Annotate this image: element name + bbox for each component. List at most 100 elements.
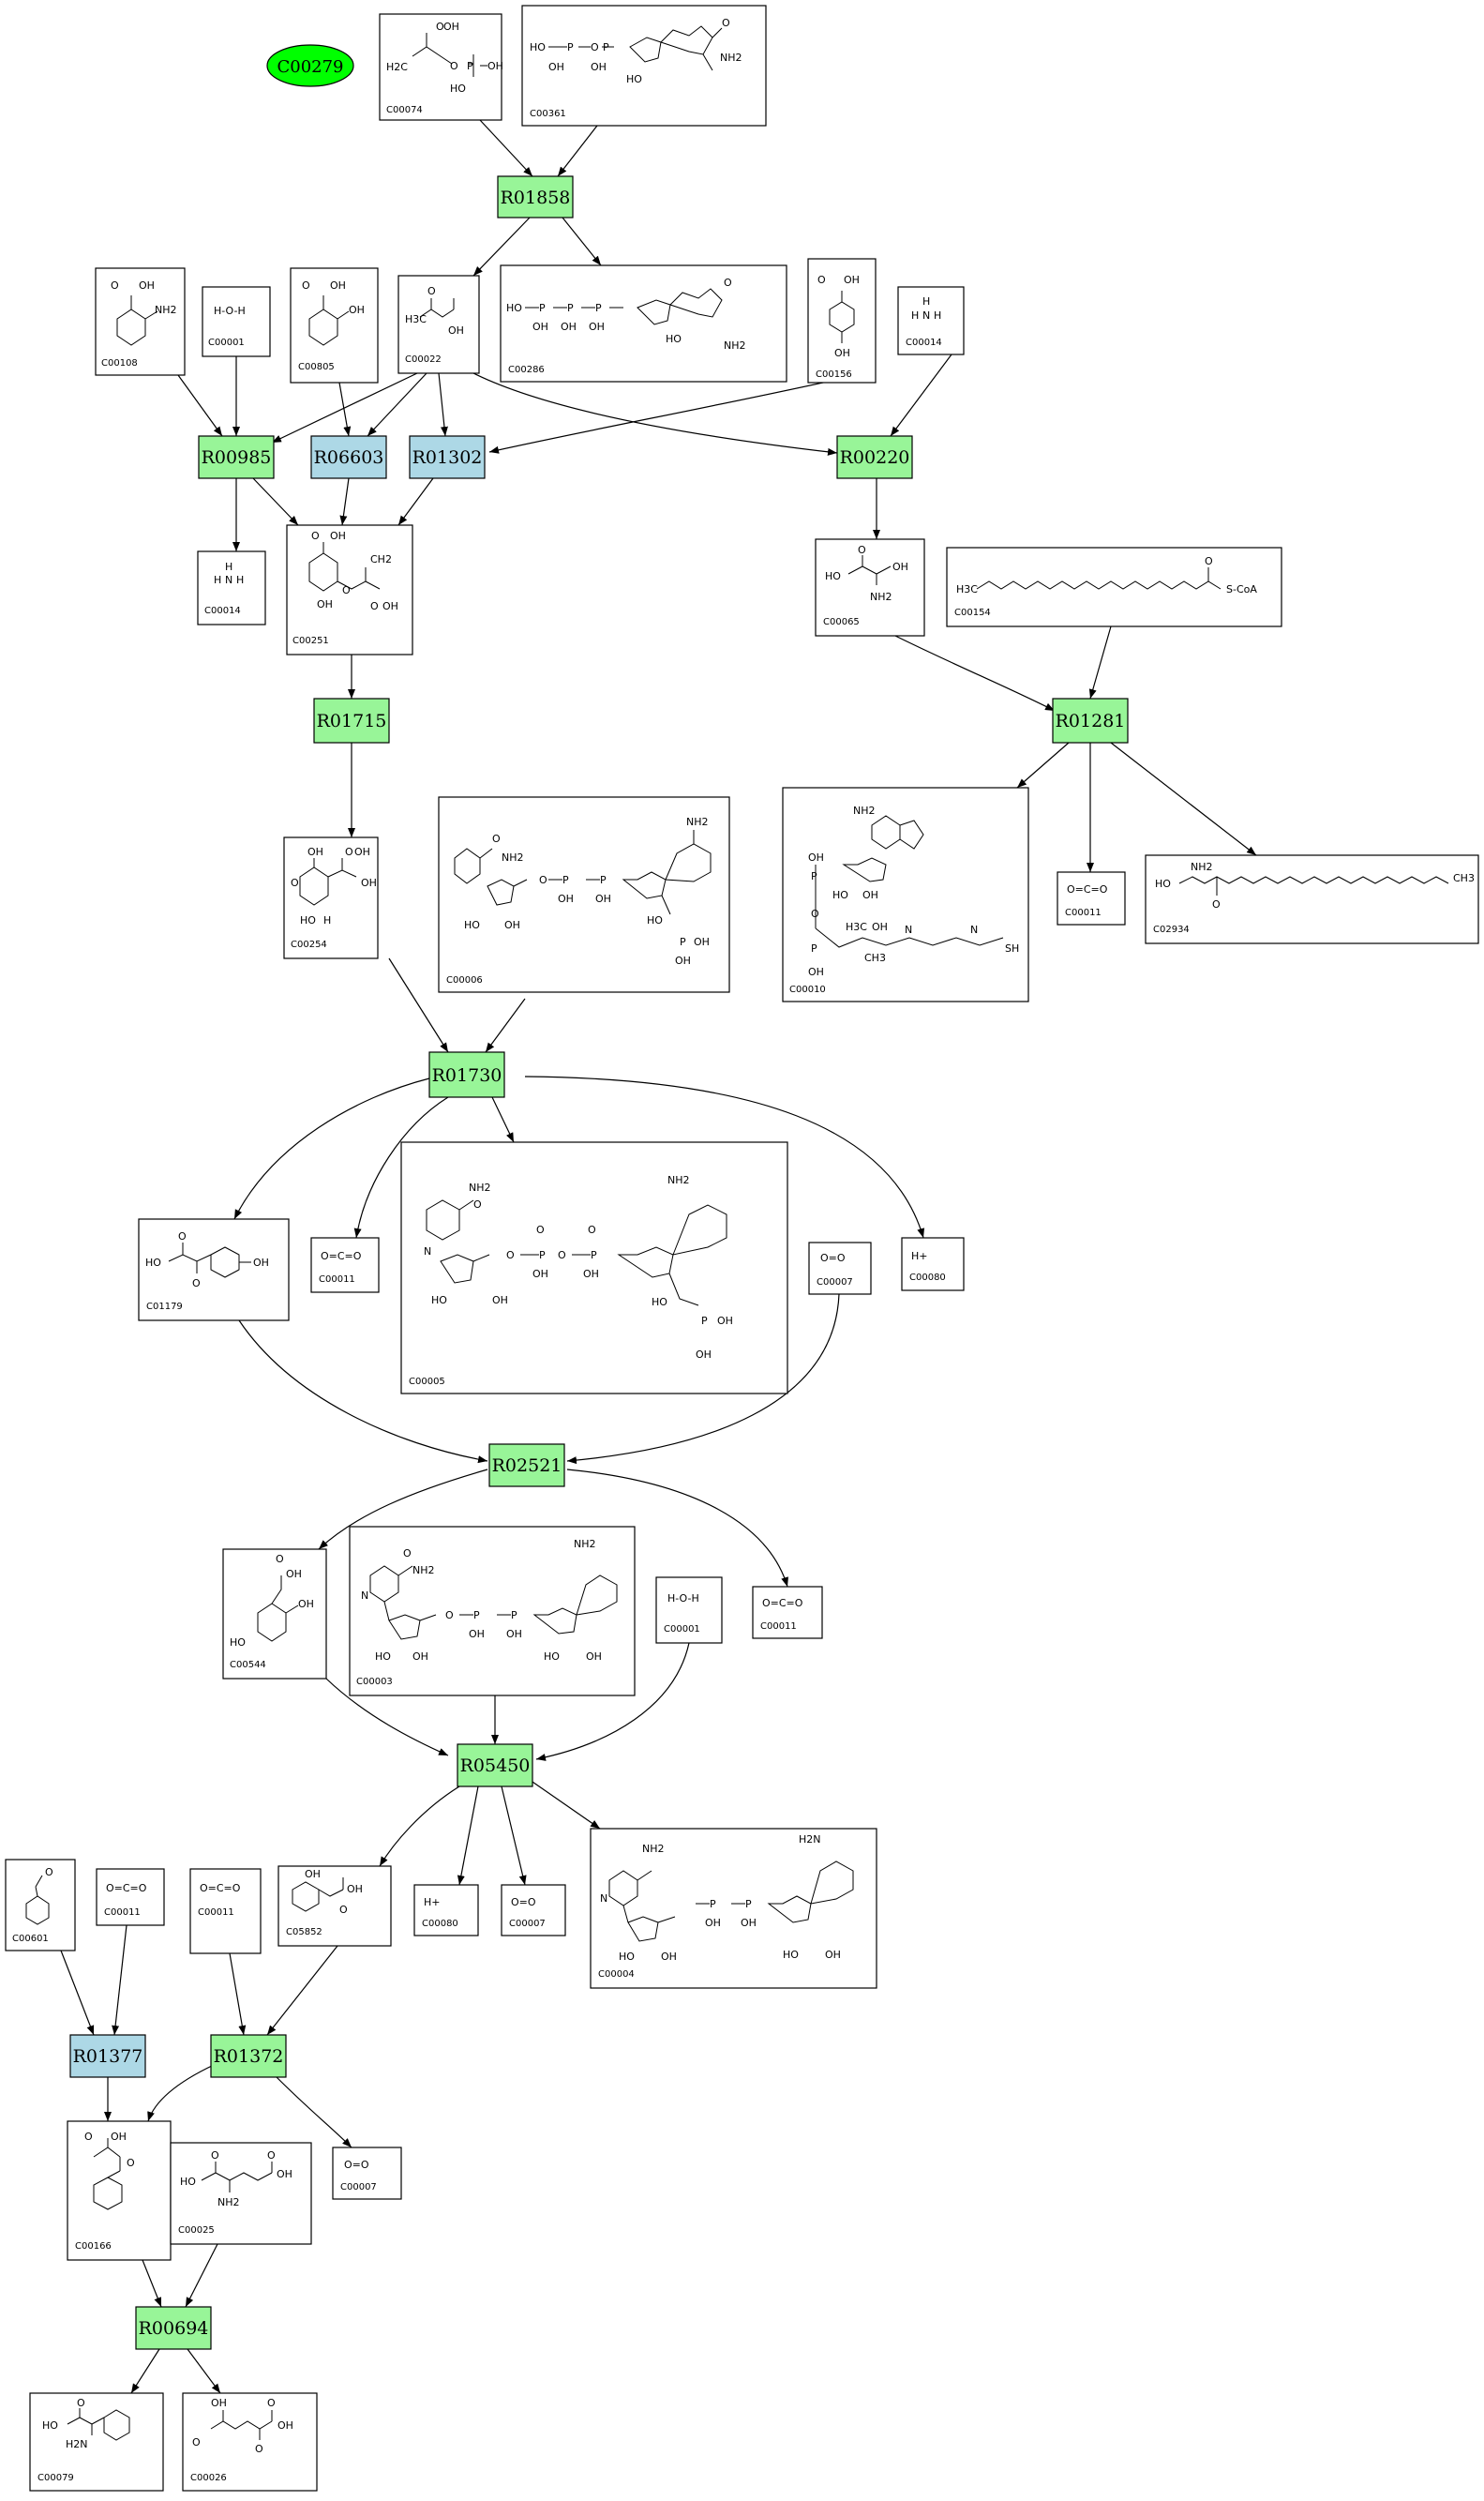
structure-drawing bbox=[116, 295, 158, 346]
atom-o2: O=O bbox=[344, 2159, 369, 2171]
structure-drawing bbox=[93, 2138, 123, 2210]
compound-c00011-r01730[interactable]: O=C=O C00011 bbox=[310, 1237, 380, 1293]
start-node-c00279[interactable]: C00279 bbox=[266, 44, 354, 87]
structure-drawing bbox=[608, 1861, 854, 1942]
compound-c00080-r05450[interactable]: H+ C00080 bbox=[413, 1884, 479, 1936]
compound-c00005[interactable]: NH2 O N O P O P O O OH OH HO OH NH2 HO P… bbox=[400, 1141, 788, 1394]
edge-c00065-r01281 bbox=[894, 635, 1056, 712]
atom-o: O bbox=[370, 600, 379, 612]
compound-c00014-lower[interactable]: H H N H C00014 bbox=[197, 550, 266, 625]
reaction-r01302[interactable]: R01302 bbox=[409, 435, 486, 479]
compound-label: C00011 bbox=[319, 1274, 355, 1285]
compound-c00025[interactable]: O O HO OH NH2 C00025 bbox=[170, 2142, 312, 2245]
atom-o: O bbox=[255, 2443, 263, 2455]
compound-c00805[interactable]: O OH OH C00805 bbox=[290, 267, 379, 384]
edge-c00166-r00694 bbox=[142, 2259, 162, 2308]
compound-box bbox=[5, 1859, 76, 1951]
compound-c00006[interactable]: O NH2 O P P OH OH HO OH HO P OH OH NH2 C… bbox=[438, 796, 730, 993]
compound-c00001-top[interactable]: H-O-H C00001 bbox=[202, 286, 271, 357]
compound-c00601[interactable]: O C00601 bbox=[5, 1859, 76, 1951]
compound-c00544[interactable]: O OH OH HO C00544 bbox=[222, 1548, 327, 1680]
compound-c00065[interactable]: O HO OH NH2 C00065 bbox=[815, 538, 925, 637]
compound-c00079[interactable]: O HO H2N C00079 bbox=[29, 2392, 164, 2492]
edge-c00544-r05450 bbox=[325, 1678, 449, 1756]
atom-p: P bbox=[595, 302, 602, 314]
compound-c00003[interactable]: O NH2 N O P P OH OH HO OH HO OH NH2 C000… bbox=[349, 1526, 636, 1696]
compound-box bbox=[67, 2120, 172, 2261]
atom-nh2: NH2 bbox=[469, 1182, 491, 1194]
atom-o: O bbox=[811, 908, 819, 920]
structure-drawing bbox=[454, 830, 712, 915]
compound-c00074[interactable]: O OH H2C O P OH HO C00074 bbox=[379, 13, 503, 121]
compound-c00014-top[interactable]: H H N H C00014 bbox=[897, 286, 965, 355]
compound-c00108[interactable]: O OH NH2 C00108 bbox=[95, 267, 186, 376]
compound-c00007-r02521[interactable]: O=O C00007 bbox=[808, 1242, 872, 1295]
atom-o: O bbox=[77, 2397, 85, 2409]
compound-label: C00011 bbox=[198, 1907, 234, 1918]
atom-h: H bbox=[225, 561, 232, 573]
compound-c00011-r01281[interactable]: O=C=O C00011 bbox=[1057, 871, 1126, 926]
compound-c00004[interactable]: NH2 N P P OH OH HO OH HO OH H2N C00004 bbox=[590, 1828, 877, 1989]
compound-c00026[interactable]: OH O O OH O C00026 bbox=[182, 2392, 318, 2492]
reaction-r01281[interactable]: R01281 bbox=[1052, 698, 1129, 744]
atom-n: N bbox=[600, 1892, 607, 1905]
compound-c00022[interactable]: O H3C OH C00022 bbox=[397, 275, 480, 374]
reaction-r01858[interactable]: R01858 bbox=[497, 175, 574, 218]
atom-h: H bbox=[934, 309, 941, 322]
compound-c00286[interactable]: HO P P P OH OH OH HO O NH2 C00286 bbox=[500, 264, 787, 383]
compound-box bbox=[400, 1141, 788, 1394]
compound-c01179[interactable]: O HO O OH C01179 bbox=[138, 1218, 290, 1321]
structure-drawing bbox=[299, 858, 357, 906]
compound-c00251[interactable]: O OH CH2 O OH O OH C00251 bbox=[286, 524, 413, 655]
atom-nh2: NH2 bbox=[155, 304, 177, 316]
reaction-r00694[interactable]: R00694 bbox=[135, 2306, 212, 2350]
reaction-r06603[interactable]: R06603 bbox=[310, 435, 387, 479]
reaction-r00220[interactable]: R00220 bbox=[836, 435, 913, 479]
edge-r00985-c00251 bbox=[252, 477, 299, 526]
atom-oh: OH bbox=[330, 530, 346, 542]
compound-c00254[interactable]: OH O OH OH O HO H C00254 bbox=[283, 836, 379, 959]
compound-label: C00286 bbox=[508, 365, 545, 375]
atom-h: H bbox=[911, 309, 919, 322]
compound-c00007-r05450[interactable]: O=O C00007 bbox=[501, 1884, 566, 1936]
compound-c00011-r01377[interactable]: O=C=O C00011 bbox=[96, 1868, 165, 1926]
compound-c05852[interactable]: OH OH O C05852 bbox=[277, 1865, 392, 1947]
edges bbox=[60, 119, 1257, 2394]
atom-p: P bbox=[567, 302, 574, 314]
start-node-ellipse bbox=[266, 44, 354, 87]
compound-c00154[interactable]: H3C O S-CoA C00154 bbox=[946, 547, 1282, 627]
reaction-r01730[interactable]: R01730 bbox=[428, 1051, 505, 1098]
compound-c00010[interactable]: NH2 OH P HO OH O H3C OH N N P CH3 SH OH … bbox=[782, 787, 1029, 1002]
compound-label: C00011 bbox=[1065, 908, 1102, 918]
reaction-r02521[interactable]: R02521 bbox=[488, 1443, 565, 1487]
compound-box bbox=[283, 836, 379, 959]
compound-c00156[interactable]: O OH OH C00156 bbox=[807, 258, 877, 384]
atom-ho: HO bbox=[666, 333, 682, 345]
atom-oh: OH bbox=[808, 966, 824, 978]
structure-drawing bbox=[412, 33, 487, 77]
atom-p: P bbox=[745, 1898, 752, 1910]
reaction-r05450[interactable]: R05450 bbox=[457, 1743, 533, 1787]
reaction-box bbox=[457, 1743, 533, 1787]
atom-o: O bbox=[539, 874, 547, 886]
compound-c00011-r01372[interactable]: O=C=O C00011 bbox=[189, 1868, 262, 1954]
atom-o: O bbox=[276, 1553, 284, 1565]
atom-ho: HO bbox=[145, 1257, 161, 1269]
structure-drawing bbox=[829, 291, 855, 343]
reaction-r00985[interactable]: R00985 bbox=[198, 435, 275, 479]
reaction-r01372[interactable]: R01372 bbox=[210, 2034, 287, 2078]
compound-c00166[interactable]: O OH O C00166 bbox=[67, 2120, 172, 2261]
compound-label: C00001 bbox=[664, 1624, 700, 1635]
compound-c00011-r02521[interactable]: O=C=O C00011 bbox=[752, 1586, 823, 1639]
reaction-r01715[interactable]: R01715 bbox=[313, 698, 390, 744]
atom-h2o: H-O-H bbox=[667, 1592, 699, 1605]
compound-c02934[interactable]: HO NH2 O CH3 C02934 bbox=[1145, 854, 1479, 944]
compound-c00001-r05450[interactable]: H-O-H C00001 bbox=[655, 1576, 723, 1644]
compound-c00361[interactable]: HO P O P OH OH HO O NH2 C00361 bbox=[521, 5, 767, 127]
compound-c00080-r01730[interactable]: H+ C00080 bbox=[901, 1237, 965, 1291]
edge-r05450-c00080 bbox=[457, 1785, 479, 1886]
compound-c00007-r01372[interactable]: O=O C00007 bbox=[332, 2147, 402, 2200]
reaction-r01377[interactable]: R01377 bbox=[69, 2034, 146, 2078]
atom-oh: OH bbox=[694, 936, 710, 948]
structure-drawing bbox=[308, 295, 350, 346]
